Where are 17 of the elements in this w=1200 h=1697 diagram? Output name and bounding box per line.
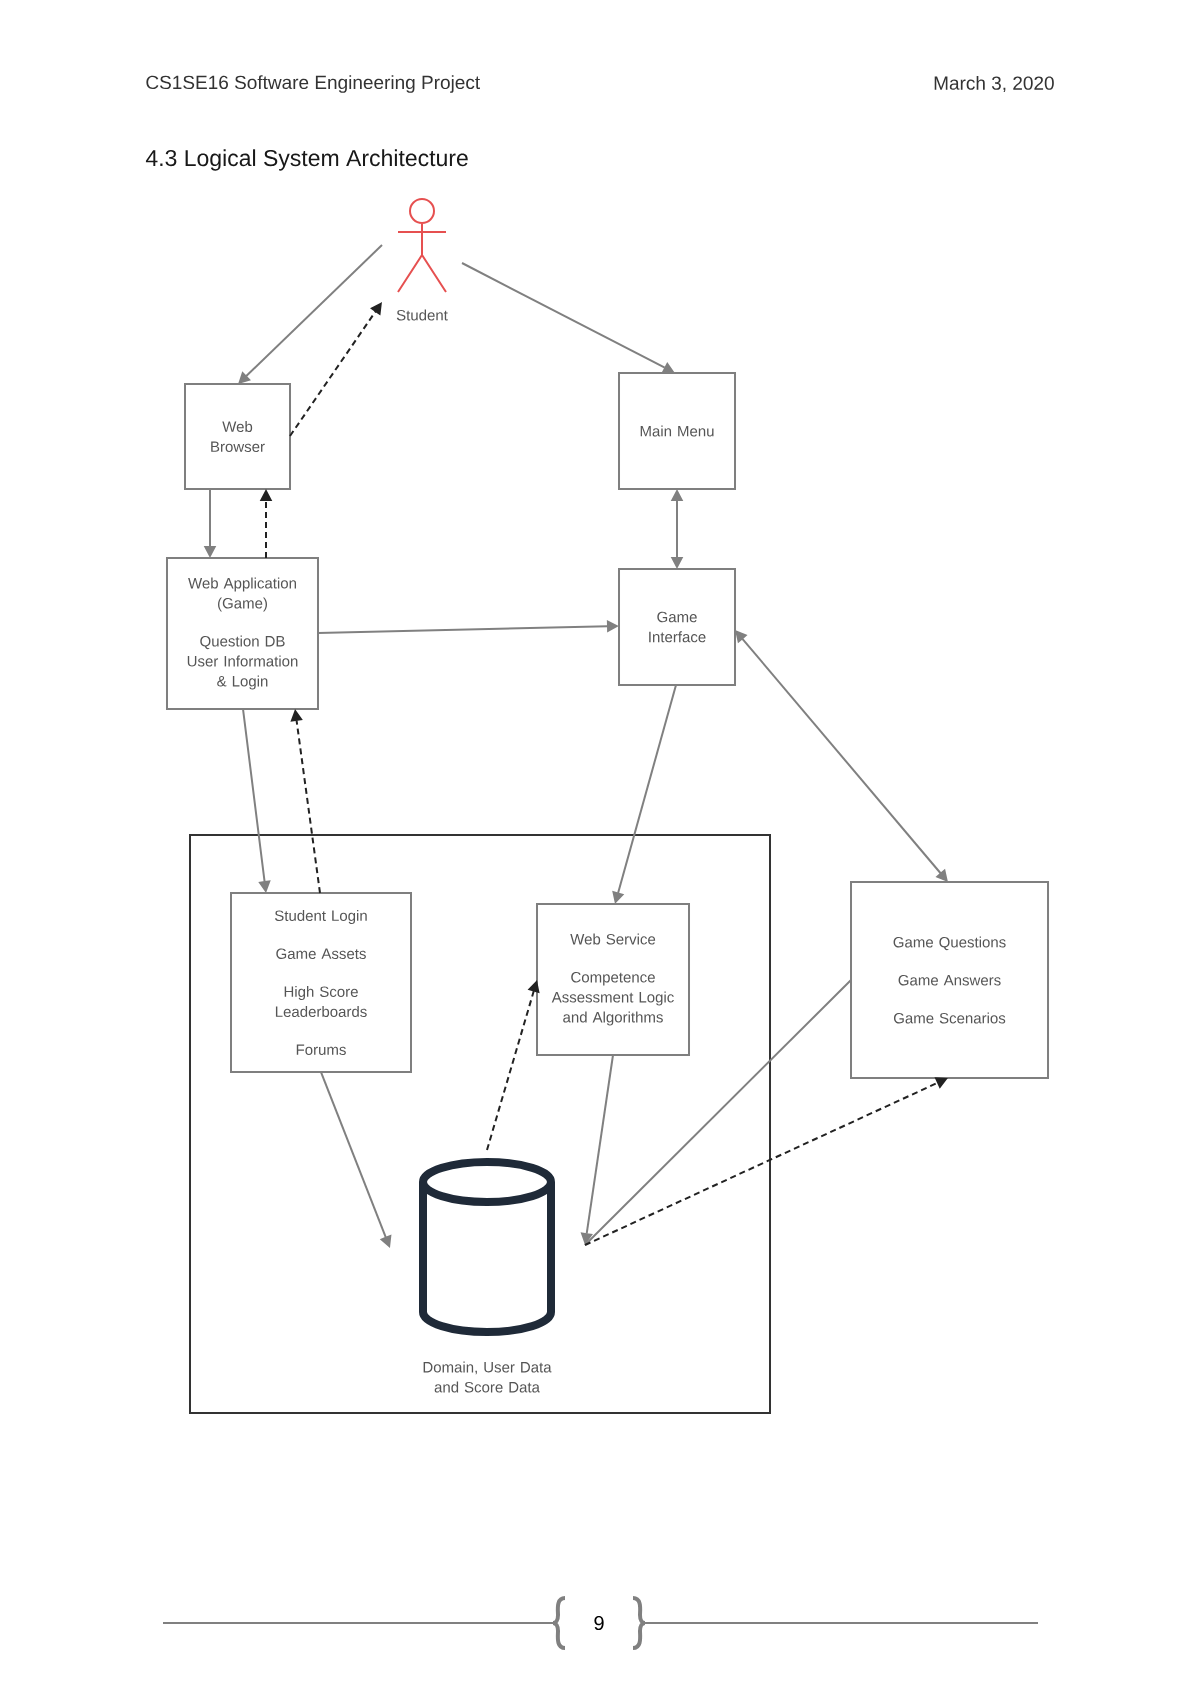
database-label: Domain, User Data and Score Data <box>423 1361 552 1393</box>
process-box: Web Browser <box>184 383 291 490</box>
header-text: CS1SE16 Software Engineering Project <box>146 75 480 93</box>
header-date: March 3, 2020 <box>934 75 1054 93</box>
arrow <box>238 244 383 384</box>
process-box: Student Login Game Assets High Score Leaderboards Forums <box>230 892 412 1073</box>
process-box: Web Service Competence Assessment Logic and Algorithms <box>536 903 690 1056</box>
group-frame <box>189 834 771 1414</box>
process-box: Game Interface <box>618 568 736 686</box>
arrow <box>289 302 382 437</box>
arrow <box>735 630 948 882</box>
page-number: 9 <box>594 1615 604 1631</box>
section-title: 4.3 Logical System Architecture <box>145 149 468 171</box>
process-box: Main Menu <box>618 372 736 490</box>
actor-label: Student <box>396 309 448 321</box>
process-box: Web Application (Game) Question DB User Information & Login <box>166 557 319 710</box>
process-box: Game Questions Game Answers Game Scenarios <box>850 881 1049 1079</box>
